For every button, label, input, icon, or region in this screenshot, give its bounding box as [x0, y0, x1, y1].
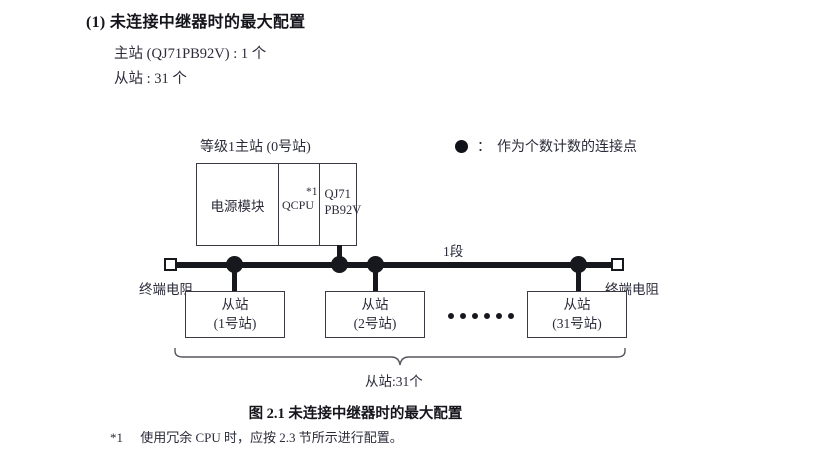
network-module-label-line1: QJ71: [324, 187, 351, 201]
slave-station-31: 从站 (31号站): [527, 291, 627, 338]
legend-label: 作为个数计数的连接点: [497, 140, 637, 155]
spec-line-slave: 从站 : 31 个: [114, 71, 187, 87]
section-number: (1): [86, 14, 106, 31]
footnote-text: 使用冗余 CPU 时，应按 2.3 节所示进行配置。: [140, 430, 403, 445]
figure-caption: 图 2.1 未连接中继器时的最大配置: [248, 406, 463, 422]
slave-station-31-name: 从站: [563, 297, 591, 313]
section-heading: (1) 未连接中继器时的最大配置: [86, 8, 305, 32]
master-drop-wire: [337, 245, 342, 265]
slave-station-1: 从站 (1号站): [185, 291, 285, 338]
power-supply-module: 电源模块: [197, 164, 278, 245]
slave-station-2: 从站 (2号站): [325, 291, 425, 338]
slave-station-31-number: (31号站): [552, 315, 602, 331]
network-module-label-line2: PB92V: [324, 202, 362, 217]
master-station-caption: 等级1主站 (0号站): [200, 140, 311, 155]
network-module-label: QJ71 PB92V: [324, 187, 361, 218]
terminator-right-icon: [611, 258, 624, 271]
footnote-mark: *1: [110, 430, 123, 445]
slave-station-1-number: (1号站): [213, 315, 257, 331]
slave1-drop-wire: [232, 264, 237, 292]
footnote: *1 使用冗余 CPU 时，应按 2.3 节所示进行配置。: [110, 427, 403, 446]
legend-colon: ：: [477, 140, 491, 155]
slave2-drop-wire: [373, 264, 378, 292]
slave31-drop-wire: [576, 264, 581, 292]
slave-count-label: 从站:31个: [365, 374, 423, 389]
terminator-left-icon: [164, 258, 177, 271]
profibus-trunk-line: [165, 262, 617, 268]
terminator-left-label: 终端电阻: [139, 282, 193, 297]
cpu-module-label: QCPU: [281, 198, 314, 212]
slave-count-brace: [174, 348, 626, 368]
slave-station-2-number: (2号站): [353, 315, 397, 331]
slave-station-1-name: 从站: [221, 297, 249, 313]
ellipsis-dots: [448, 313, 514, 319]
footnote-marker: *1: [305, 186, 318, 198]
spec-line-master: 主站 (QJ71PB92V) : 1 个: [114, 46, 267, 62]
cpu-module: QCPU *1: [277, 164, 319, 245]
slave-station-2-name: 从站: [361, 297, 389, 313]
section-title: 未连接中继器时的最大配置: [109, 14, 306, 31]
network-module: QJ71 PB92V: [319, 164, 361, 245]
filled-circle-icon: [455, 139, 468, 153]
legend: ： 作为个数计数的连接点: [455, 136, 637, 156]
connection-node-master: [331, 256, 348, 273]
power-supply-module-label: 电源模块: [210, 198, 265, 214]
master-station-rack: 电源模块 QCPU *1 QJ71 PB92V: [196, 163, 361, 246]
segment-label: 1段: [443, 244, 464, 259]
